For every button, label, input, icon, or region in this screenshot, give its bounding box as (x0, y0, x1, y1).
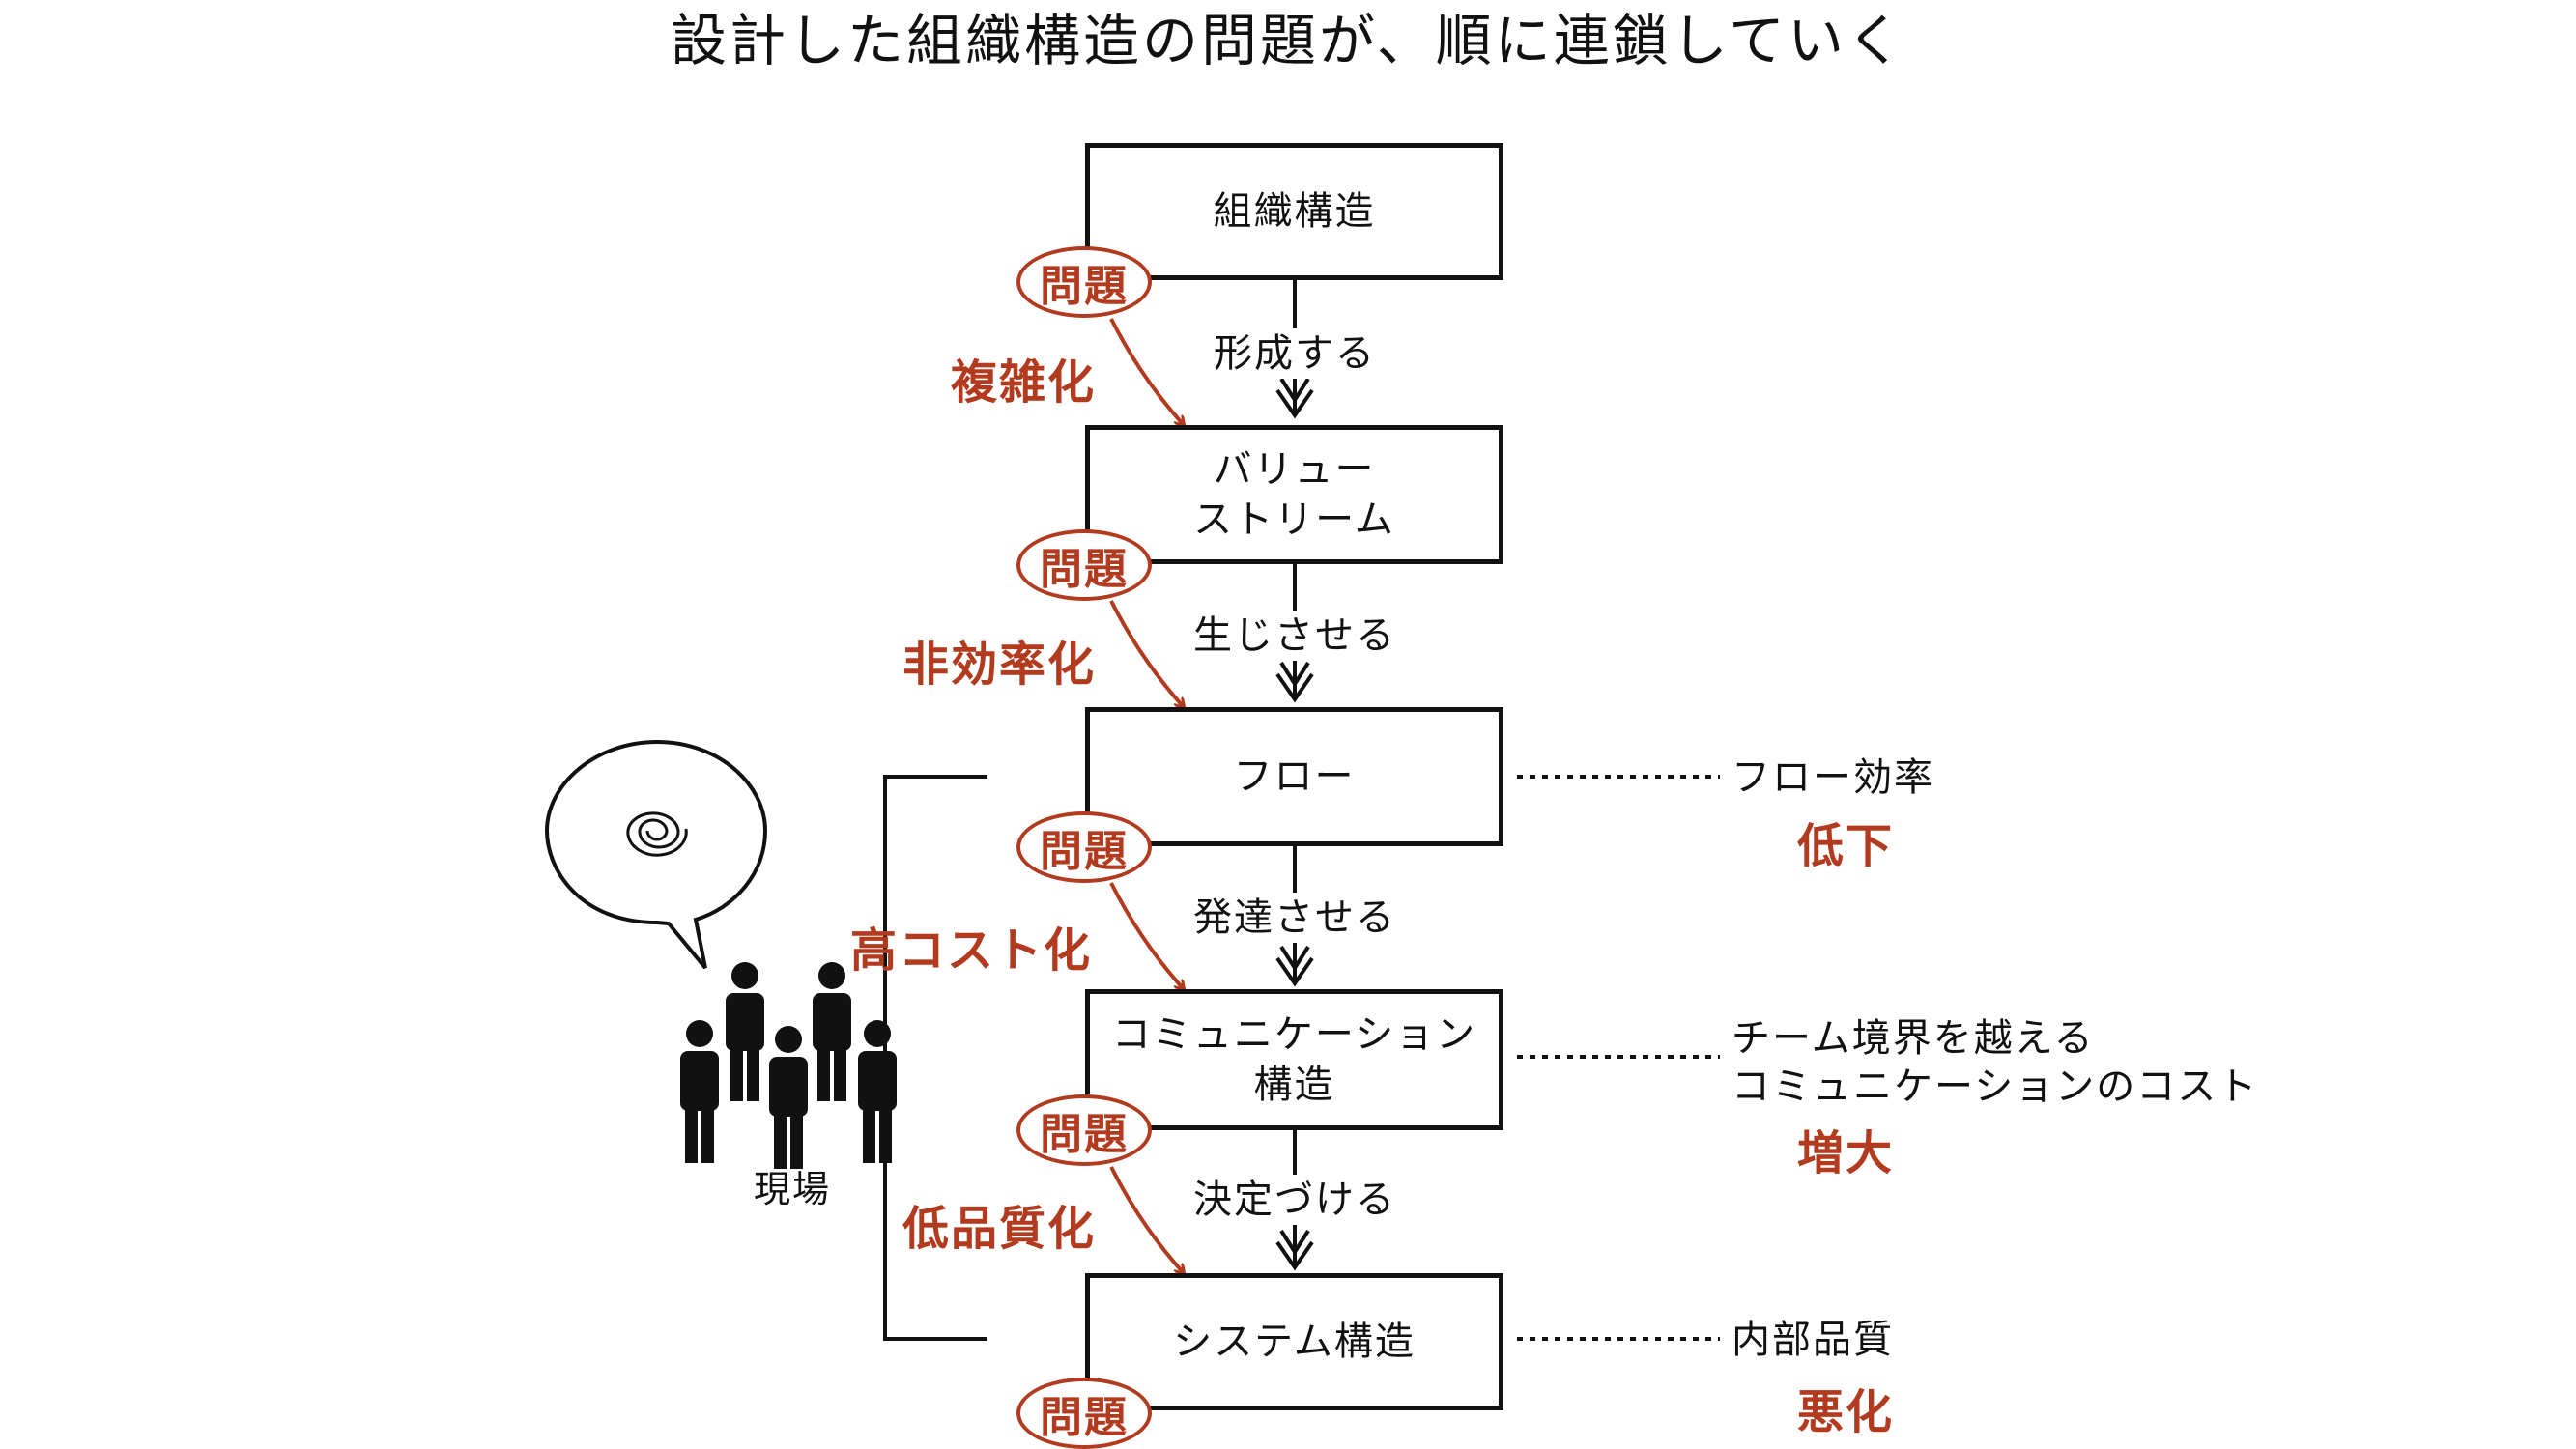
verb-label: 発達させる (1179, 893, 1411, 943)
problem-badge: 問題 (1016, 246, 1152, 318)
side-note-line: コミュニケーションのコスト (1732, 1065, 2259, 1109)
box-flow: フロー (1085, 707, 1503, 846)
problem-badge: 問題 (1016, 529, 1152, 601)
box-communication-structure: コミュニケーション 構造 (1085, 989, 1503, 1130)
verb-label: 生じさせる (1179, 611, 1411, 661)
site-label: 現場 (753, 1168, 831, 1210)
side-note-line: チーム境界を越える (1732, 1016, 2095, 1061)
problem-badge: 問題 (1016, 811, 1152, 883)
box-system-structure: システム構造 (1085, 1273, 1503, 1410)
box-label: 組織構造 (1213, 189, 1376, 234)
person-icon (769, 1026, 808, 1169)
box-value-stream: バリュー ストリーム (1085, 425, 1503, 564)
problem-arrow-2 (1109, 600, 1184, 707)
result-label: 増大 (1796, 1126, 1894, 1180)
side-note-line: フロー効率 (1732, 755, 1934, 800)
problem-arrows (1109, 318, 1184, 1273)
box-label: フロー (1233, 754, 1356, 799)
confused-speech-bubble-icon (544, 739, 768, 970)
box-label: ストリーム (1193, 497, 1395, 542)
verb-label: 形成する (1179, 328, 1411, 379)
side-note-system: 内部品質 (1732, 1316, 1894, 1364)
verb-label: 決定づける (1179, 1175, 1411, 1225)
people-group-icon (680, 962, 897, 1169)
diagram-title: 設計した組織構造の問題が、順に連鎖していく (670, 8, 1906, 73)
side-note-flow: フロー効率 (1732, 753, 1934, 802)
person-icon (680, 1020, 719, 1163)
result-label: 低下 (1796, 819, 1894, 873)
effect-label: 低品質化 (902, 1202, 1097, 1256)
person-icon (726, 962, 764, 1101)
problem-arrow-3 (1109, 882, 1184, 989)
person-icon (813, 962, 851, 1101)
problem-badge: 問題 (1016, 1094, 1152, 1166)
result-label: 悪化 (1796, 1385, 1894, 1439)
box-organization-structure: 組織構造 (1085, 143, 1503, 280)
box-label: コミュニケーション (1111, 1012, 1477, 1057)
person-icon (858, 1020, 897, 1163)
problem-arrow-1 (1109, 318, 1184, 425)
box-label: システム構造 (1173, 1320, 1416, 1364)
dotted-leaders (1517, 775, 1720, 1341)
side-note-line: 内部品質 (1732, 1318, 1894, 1362)
side-note-communication: チーム境界を越える コミュニケーションのコスト (1732, 1014, 2258, 1111)
box-label: 構造 (1253, 1063, 1335, 1107)
effect-label: 高コスト化 (850, 923, 1093, 978)
effect-label: 非効率化 (902, 638, 1097, 692)
problem-badge: 問題 (1016, 1378, 1152, 1449)
problem-arrow-4 (1109, 1166, 1184, 1273)
box-label: バリュー (1213, 447, 1376, 492)
effect-label: 複雑化 (951, 355, 1097, 410)
